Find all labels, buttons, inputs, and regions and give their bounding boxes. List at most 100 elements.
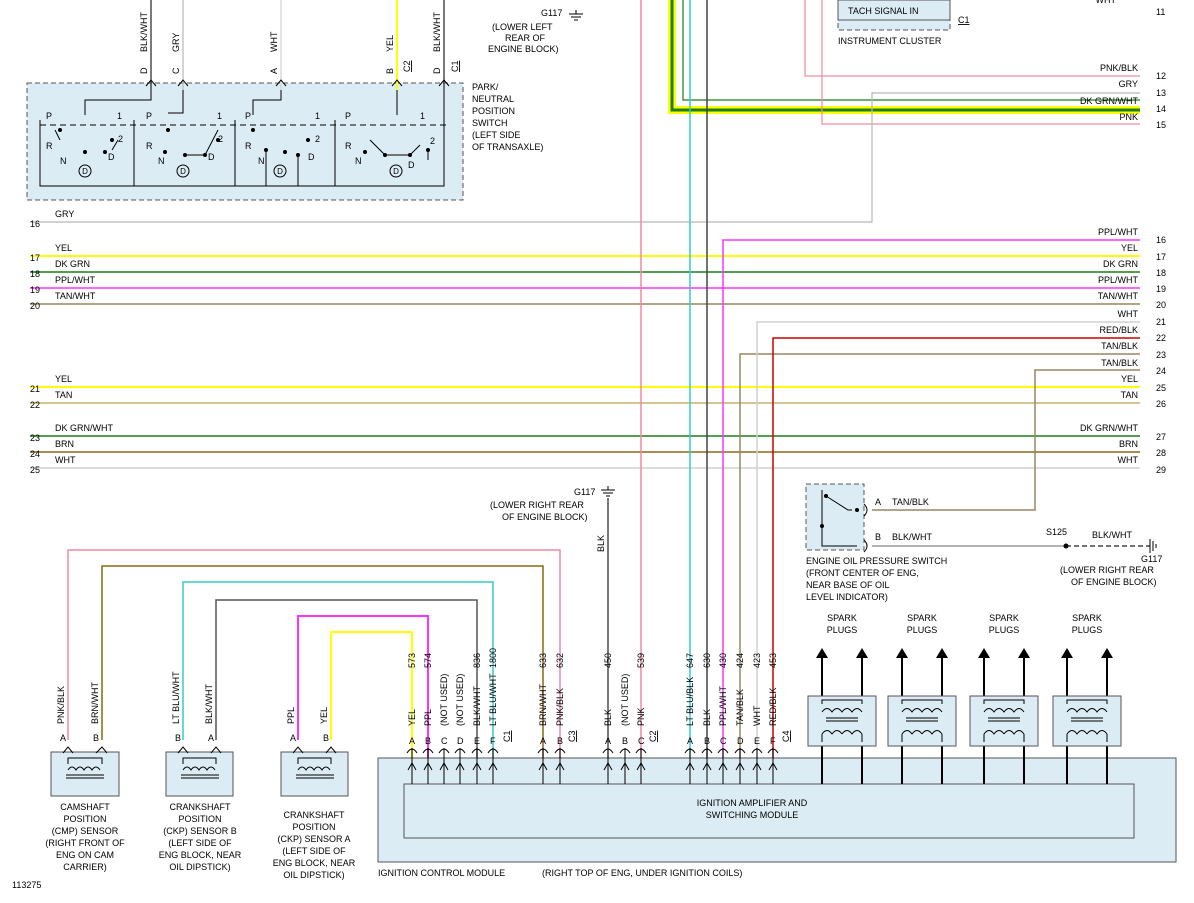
svg-text:DK GRN/WHT: DK GRN/WHT xyxy=(55,423,113,433)
icm-pin-wire: TAN/BLK xyxy=(735,689,745,726)
diagram-number: 113275 xyxy=(12,880,41,890)
icm-pin-arrow xyxy=(718,761,728,771)
icm-pin-circuit: 836 xyxy=(472,653,482,668)
icm-pin-wire: BRN/WHT xyxy=(538,684,548,726)
icm-connector-name: C4 xyxy=(781,730,791,742)
icm-pin-letter: B xyxy=(425,736,431,746)
icm-pin-cap xyxy=(701,748,713,754)
icm-pin-arrow xyxy=(768,761,778,771)
svg-text:20: 20 xyxy=(30,301,40,311)
icm-pin-cap xyxy=(554,748,566,754)
icm-pin-arrow xyxy=(555,761,565,771)
spark-arrow-icon xyxy=(978,648,990,658)
icm-pin-cap xyxy=(471,748,483,754)
svg-text:BLK: BLK xyxy=(596,535,606,552)
svg-text:R: R xyxy=(345,141,352,151)
svg-text:D: D xyxy=(208,152,215,162)
svg-text:D: D xyxy=(82,167,88,176)
svg-text:2: 2 xyxy=(430,136,435,146)
pnp-label: PARK/ NEUTRAL POSITION SWITCH (LEFT SIDE… xyxy=(472,82,543,152)
icm-pin-letter: D xyxy=(457,736,464,746)
icm-pin-cap xyxy=(717,748,729,754)
svg-text:A: A xyxy=(208,733,214,743)
coil-secondary xyxy=(983,699,1025,713)
svg-text:DK GRN: DK GRN xyxy=(55,259,90,269)
main-bundle-verticals xyxy=(30,0,1140,223)
svg-text:N: N xyxy=(355,156,362,166)
icm-pin-wire: BLK xyxy=(702,709,712,726)
icm-pin-circuit: 453 xyxy=(768,653,778,668)
svg-text:P: P xyxy=(245,111,251,121)
svg-text:N: N xyxy=(158,156,165,166)
icm-pin-arrow xyxy=(603,761,613,771)
svg-text:P: P xyxy=(345,111,351,121)
coil-primary xyxy=(821,730,863,742)
svg-text:(LEFT SIDE OF: (LEFT SIDE OF xyxy=(168,838,232,848)
icm-pin-arrow xyxy=(685,761,695,771)
svg-text:PNK/BLK: PNK/BLK xyxy=(56,686,66,724)
ground-g117-top: G117 (LOWER LEFT REAR OF ENGINE BLOCK) xyxy=(488,8,583,54)
pnp-connector-c1: C1 xyxy=(450,60,460,72)
svg-text:TAN/BLK: TAN/BLK xyxy=(1101,358,1138,368)
icm-pin-letter: A xyxy=(687,736,693,746)
svg-text:ENGINE BLOCK): ENGINE BLOCK) xyxy=(488,44,559,54)
svg-text:18: 18 xyxy=(1156,268,1166,278)
pnp-wire-3: WHT xyxy=(269,31,279,52)
icm-pin-letter: F xyxy=(490,736,496,746)
icm-connector-name: C3 xyxy=(567,730,577,742)
svg-text:OF ENGINE BLOCK): OF ENGINE BLOCK) xyxy=(502,512,588,522)
svg-text:21: 21 xyxy=(1156,317,1166,327)
coil-primary xyxy=(983,730,1025,742)
svg-text:DK GRN/WHT: DK GRN/WHT xyxy=(1080,96,1138,106)
svg-text:PPL/WHT: PPL/WHT xyxy=(1098,275,1139,285)
icm-pin-wire: (NOT USED) xyxy=(439,674,449,726)
svg-text:29: 29 xyxy=(1156,465,1166,475)
cmp-sensor: PNK/BLK BRN/WHT A B CAMSHAFT POSITION (C… xyxy=(45,682,125,872)
svg-text:YEL: YEL xyxy=(55,374,72,384)
icm-pin-letter: D xyxy=(737,736,744,746)
icm-pin-arrow xyxy=(488,761,498,771)
svg-text:17: 17 xyxy=(30,253,40,263)
svg-text:R: R xyxy=(46,141,53,151)
svg-text:CARRIER): CARRIER) xyxy=(63,862,107,872)
right-top-wire-labels: WHT 11 PNK/BLK 12 GRY 13 DK GRN/WHT 14 P… xyxy=(1080,0,1166,130)
pnp-wire-5: BLK/WHT xyxy=(432,11,442,52)
svg-text:ENG BLOCK, NEAR: ENG BLOCK, NEAR xyxy=(273,858,356,868)
svg-text:OF TRANSAXLE): OF TRANSAXLE) xyxy=(472,142,543,152)
svg-text:WHT: WHT xyxy=(1118,309,1139,319)
svg-text:A: A xyxy=(875,497,881,507)
spark-arrow-icon xyxy=(1061,648,1073,658)
icm-location: (RIGHT TOP OF ENG, UNDER IGNITION COILS) xyxy=(542,868,742,878)
icm-pin-wire: RED/BLK xyxy=(768,687,778,726)
svg-text:YEL: YEL xyxy=(319,707,329,724)
pnp-pin-5: D xyxy=(432,67,442,74)
icm-pin-wire: PNK/BLK xyxy=(555,688,565,726)
svg-text:BRN: BRN xyxy=(1119,439,1138,449)
cluster-connector-label: C1 xyxy=(958,15,970,25)
svg-text:(CKP) SENSOR A: (CKP) SENSOR A xyxy=(277,834,350,844)
svg-text:P: P xyxy=(46,111,52,121)
svg-text:23: 23 xyxy=(30,433,40,443)
pnp-wire-4: YEL xyxy=(385,35,395,52)
svg-text:RED/BLK: RED/BLK xyxy=(1099,325,1138,335)
svg-text:TAN: TAN xyxy=(55,390,72,400)
icm-pin-wire: (NOT USED) xyxy=(455,674,465,726)
svg-text:PARK/: PARK/ xyxy=(472,82,499,92)
svg-text:25: 25 xyxy=(30,465,40,475)
icm-vertical-wires xyxy=(607,0,1140,765)
spark-arrow-icon xyxy=(1018,648,1030,658)
icm-pin-letter: E xyxy=(754,736,760,746)
pnp-pin-2: C xyxy=(171,67,181,74)
svg-text:WHT: WHT xyxy=(1118,455,1139,465)
icm-pin-letter: A xyxy=(409,736,415,746)
svg-text:17: 17 xyxy=(1156,252,1166,262)
svg-text:16: 16 xyxy=(1156,235,1166,245)
icm-pin-cap xyxy=(537,748,549,754)
icm-pin-cap xyxy=(684,748,696,754)
svg-text:19: 19 xyxy=(1156,284,1166,294)
icm-inner-line1: IGNITION AMPLIFIER AND xyxy=(697,798,808,808)
splice-s125: S125 xyxy=(1046,527,1067,537)
